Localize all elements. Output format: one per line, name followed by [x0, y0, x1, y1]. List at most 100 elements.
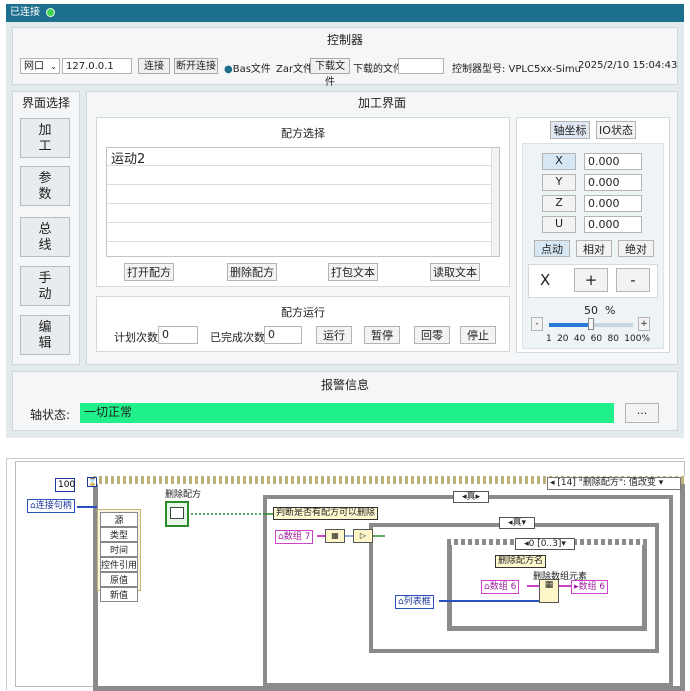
open-recipe-button[interactable]: 打开配方	[124, 263, 174, 281]
home-icon: ⌂	[30, 501, 36, 511]
case-selector-2[interactable]: ◂真▾	[499, 517, 535, 529]
delete-recipe-button[interactable]: 删除配方	[227, 263, 277, 281]
axis-u-button[interactable]: U	[542, 216, 576, 233]
sidebar-item-params[interactable]: 参 数	[20, 166, 70, 206]
planned-label: 计划次数	[114, 331, 158, 344]
pack-text-button[interactable]: 打包文本	[328, 263, 378, 281]
connection-led-icon	[46, 7, 56, 17]
sidebar-item-process[interactable]: 加 工	[20, 118, 70, 158]
slider-ticks: 1 20 40 60 80 100%	[546, 334, 650, 344]
home-button[interactable]: 回零	[414, 326, 450, 344]
mode-abs-button[interactable]: 绝对	[618, 240, 654, 257]
axis-y-button[interactable]: Y	[542, 174, 576, 191]
ip-input[interactable]: 127.0.0.1	[62, 58, 132, 74]
axis-status-indicator: 一切正常	[80, 403, 614, 423]
event-data-item[interactable]: 时间	[100, 542, 138, 557]
delete-element-label: 删除数组元素	[533, 572, 588, 582]
axis-z-button[interactable]: Z	[542, 195, 576, 212]
done-label: 已完成次数	[210, 331, 265, 344]
list-item[interactable]	[107, 223, 499, 242]
event-data-item[interactable]: 类型	[100, 527, 138, 542]
connect-button[interactable]: 连接	[138, 58, 170, 74]
radio-bas[interactable]: ●Bas文件	[224, 64, 271, 75]
home-icon: ⌂	[278, 532, 284, 542]
axis-y-value: 0.000	[584, 174, 642, 191]
event-data-item[interactable]: 控件引用	[100, 557, 138, 572]
downloaded-file-label: 下载的文件:	[353, 64, 407, 75]
pause-button[interactable]: 暂停	[364, 326, 400, 344]
list-scrollbar[interactable]	[491, 148, 499, 256]
percent-sign: %	[605, 304, 616, 317]
slider-fill	[549, 323, 591, 327]
conn-type-select[interactable]: 网口 ⌄	[20, 58, 60, 74]
alarm-title: 报警信息	[320, 378, 369, 392]
run-button[interactable]: 运行	[316, 326, 352, 344]
axis-x-button[interactable]: X	[542, 153, 576, 170]
done-count-field: 0	[264, 326, 302, 344]
array6-out-node[interactable]: ▸数组 6	[571, 580, 609, 594]
download-button[interactable]: 下载文件	[310, 58, 350, 88]
tick-label: 40	[573, 334, 586, 344]
compare-icon: ▷	[353, 529, 373, 543]
button-icon	[170, 507, 184, 519]
list-item[interactable]	[107, 185, 499, 204]
wires	[77, 506, 571, 602]
event-data-item[interactable]: 源	[100, 512, 138, 527]
array-size-icon: ▦	[325, 529, 345, 543]
recipe-listbox[interactable]: 运动2	[106, 147, 500, 257]
event-case-selector[interactable]: ◂ [14] "删除配方": 值改变 ▾	[547, 477, 681, 490]
axis-z-value: 0.000	[584, 195, 642, 212]
axis-status-label: 轴状态:	[30, 408, 71, 422]
stop-button[interactable]: 停止	[460, 326, 496, 344]
radio-zar[interactable]: Zar文件	[276, 64, 314, 75]
delete-recipe-label: 删除配方	[165, 490, 202, 500]
disconnect-button[interactable]: 断开连接	[174, 58, 218, 74]
chevron-left-icon: ◂	[461, 492, 467, 502]
chevron-down-icon: ▾	[521, 518, 527, 528]
datetime: 2025/2/10 15:04:43	[578, 60, 678, 71]
timeout-icon: ⌛	[87, 477, 97, 487]
mode-jog-button[interactable]: 点动	[534, 240, 570, 257]
slider-plus-button[interactable]: +	[638, 317, 650, 331]
delete-recipe-terminal[interactable]	[165, 501, 189, 527]
tab-io-status[interactable]: IO状态	[596, 121, 636, 139]
range-selector[interactable]: ◂0 [0..3]▾	[515, 538, 575, 550]
array6-in-node[interactable]: ⌂数组 6	[481, 580, 520, 594]
tick-label: 80	[607, 334, 619, 344]
more-button[interactable]: ...	[625, 403, 659, 423]
case-selector-1[interactable]: ◂真▸	[453, 491, 489, 503]
chevron-down-icon: ▾	[561, 539, 566, 549]
jog-plus-button[interactable]: +	[574, 268, 608, 292]
downloaded-file-field	[398, 58, 444, 74]
list-item[interactable]	[107, 204, 499, 223]
slider-thumb[interactable]	[587, 318, 594, 330]
event-data-item[interactable]: 新值	[100, 587, 138, 602]
sidebar-title: 界面选择	[21, 96, 70, 110]
tick-label: 100%	[624, 334, 650, 344]
tick-label: 20	[557, 334, 569, 344]
slider-minus-button[interactable]: -	[531, 317, 543, 331]
jog-minus-button[interactable]: -	[616, 268, 650, 292]
tab-axis-coord[interactable]: 轴坐标	[550, 121, 590, 139]
chevron-left-icon: ◂	[507, 518, 513, 528]
planned-count-input[interactable]: 0	[158, 326, 198, 344]
read-text-button[interactable]: 读取文本	[430, 263, 480, 281]
event-data-item[interactable]: 原值	[100, 572, 138, 587]
delete-from-array-icon: ▦	[539, 579, 559, 603]
event-structure-border	[93, 476, 685, 484]
axis-x-value: 0.000	[584, 153, 642, 170]
const-100[interactable]: 100	[55, 478, 75, 492]
tick-label: 60	[590, 334, 603, 344]
sidebar-item-edit[interactable]: 编 辑	[20, 315, 70, 355]
array7-node[interactable]: ⌂数组 7	[275, 530, 314, 544]
list-item[interactable]	[107, 166, 499, 185]
listbox-node[interactable]: ⌂列表框	[395, 595, 434, 609]
delete-name-label: 删除配方名	[495, 555, 547, 568]
list-item[interactable]: 运动2	[107, 148, 499, 167]
sidebar-item-bus[interactable]: 总 线	[20, 217, 70, 257]
title-bar: 已连接	[6, 4, 684, 22]
sidebar-item-manual[interactable]: 手 动	[20, 266, 70, 306]
conn-type-value: 网口	[24, 61, 44, 72]
connection-handle-node[interactable]: ⌂连接句柄	[27, 499, 75, 513]
mode-rel-button[interactable]: 相对	[576, 240, 612, 257]
